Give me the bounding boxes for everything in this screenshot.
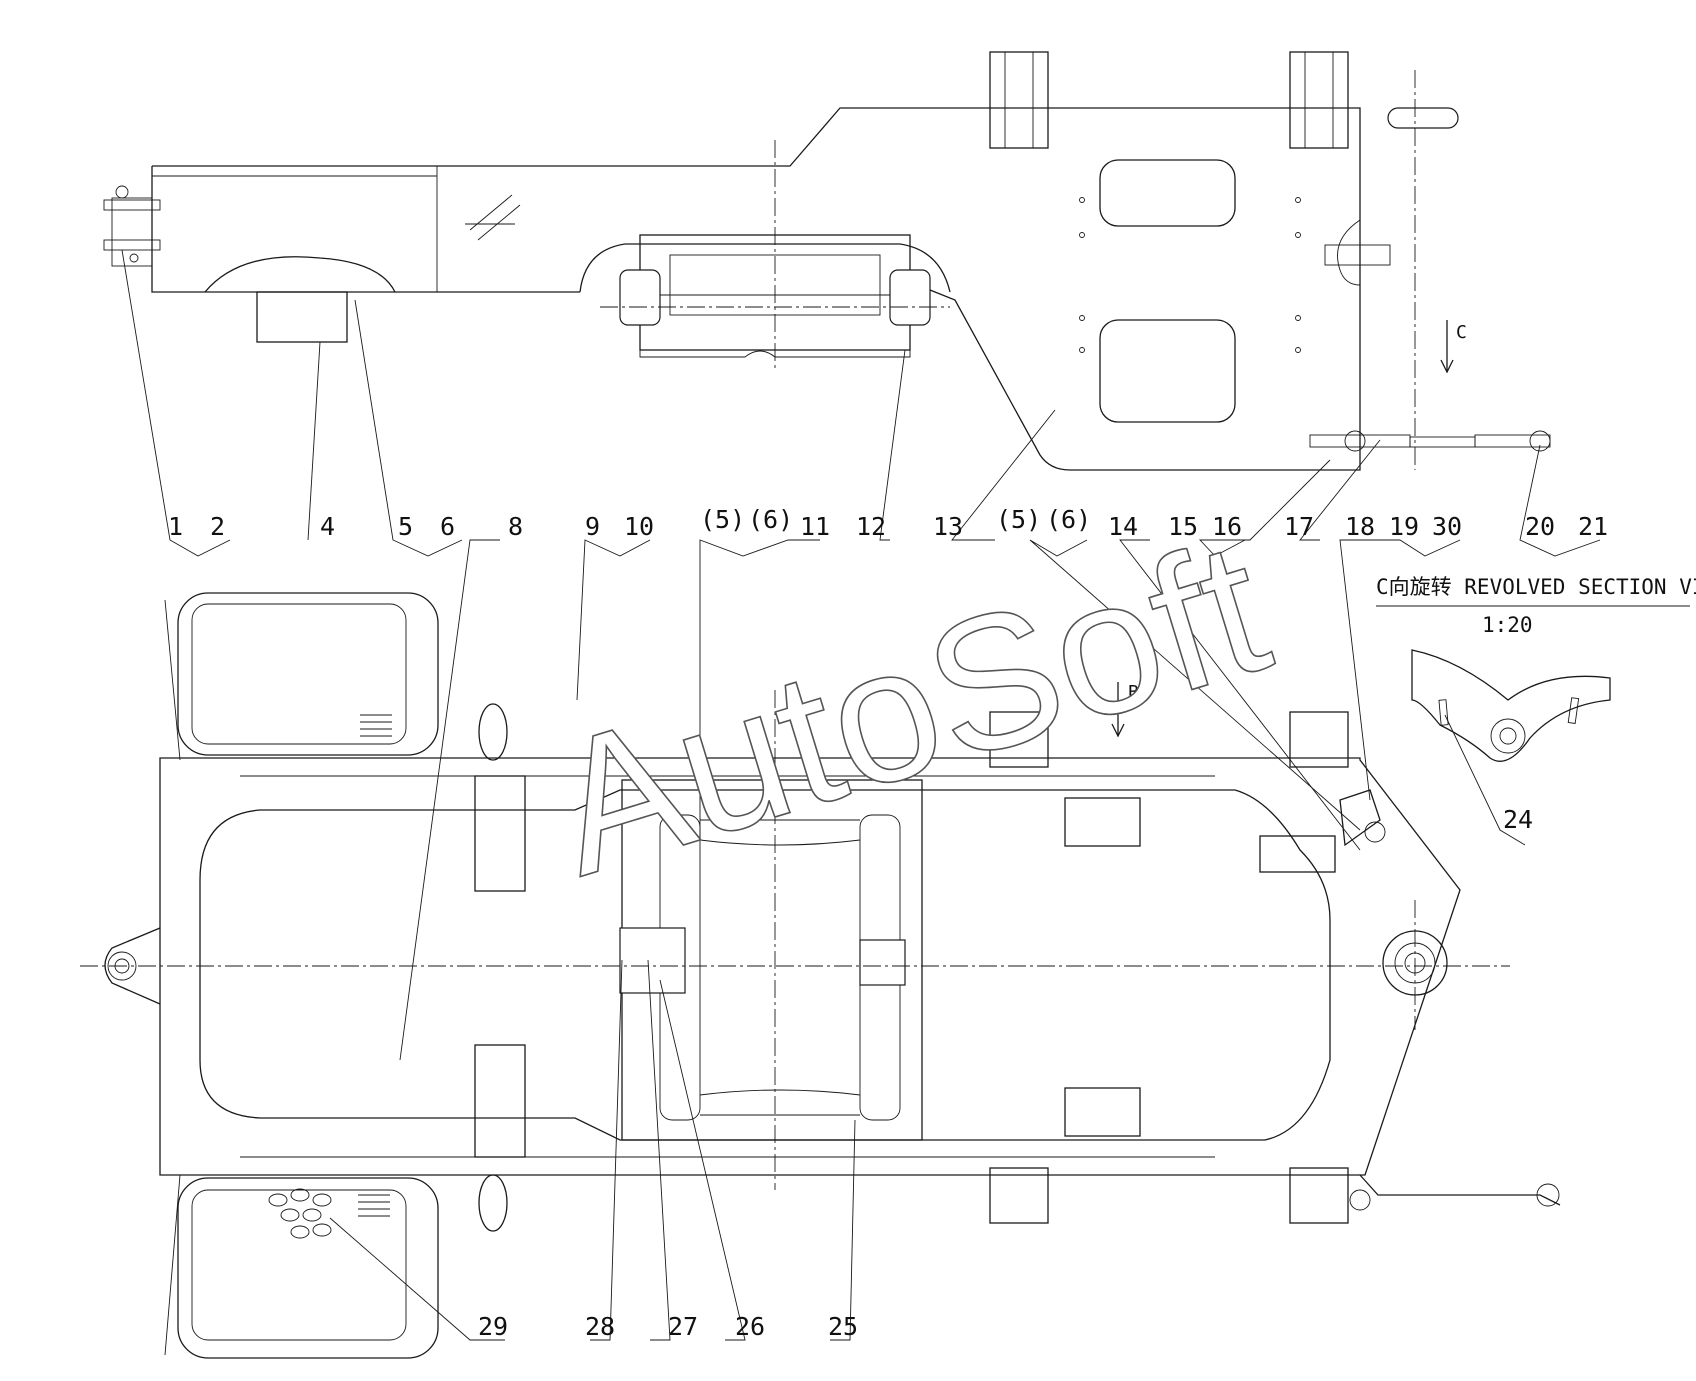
callout-8: 8: [508, 512, 523, 541]
callout-14: 14: [1108, 512, 1138, 541]
front-hitch: [103, 185, 161, 267]
callout-2: 2: [210, 512, 225, 541]
side-elevation-view: C: [103, 51, 1551, 471]
revolved-section-view-c: C向旋转 REVOLVED SECTION VIEW C 1:20 24: [1376, 575, 1696, 846]
view-c-title: C向旋转 REVOLVED SECTION VIEW C: [1376, 575, 1696, 599]
top-callout-labels: 1 2 4 5 6 8 9 10 (5) (6) 11 12 13 (5) (6…: [168, 505, 1608, 541]
callout-25: 25: [828, 1312, 858, 1341]
callout-13: 13: [933, 512, 963, 541]
callout-21: 21: [1578, 512, 1608, 541]
callout-28: 28: [585, 1312, 615, 1341]
view-b-arrow-label: B: [1128, 682, 1139, 703]
callout-19: 19: [1389, 512, 1419, 541]
step-holes: [268, 1188, 332, 1239]
watermark: AutoSoft: [529, 499, 1290, 916]
callout-5-ref-a: (5): [700, 505, 745, 534]
callout-6-ref-b: (6): [1046, 505, 1091, 534]
callout-20: 20: [1525, 512, 1555, 541]
callout-9: 9: [585, 512, 600, 541]
callout-12: 12: [856, 512, 886, 541]
callout-18: 18: [1345, 512, 1375, 541]
callout-24: 24: [1503, 805, 1533, 834]
callout-4: 4: [320, 512, 335, 541]
callout-1: 1: [168, 512, 183, 541]
watermark-text: AutoSoft: [530, 500, 1289, 916]
callout-10: 10: [624, 512, 654, 541]
view-c-arrow-label: C: [1456, 322, 1467, 343]
callout-11: 11: [800, 512, 830, 541]
callout-6-ref-a: (6): [748, 505, 793, 534]
bottom-callout-leaders: [329, 959, 856, 1341]
callout-30: 30: [1432, 512, 1462, 541]
view-c-scale: 1:20: [1482, 613, 1533, 637]
callout-5: 5: [398, 512, 413, 541]
callout-5-ref-b: (5): [996, 505, 1041, 534]
vent-grille: [358, 714, 392, 1217]
callout-6: 6: [440, 512, 455, 541]
callout-17: 17: [1284, 512, 1314, 541]
callout-15: 15: [1168, 512, 1198, 541]
plan-view: B: [80, 592, 1561, 1359]
callout-16: 16: [1212, 512, 1242, 541]
callout-26: 26: [735, 1312, 765, 1341]
bottom-callout-labels: 29 28 27 26 25: [478, 1312, 858, 1341]
top-callout-leaders: [121, 249, 1601, 1061]
callout-27: 27: [668, 1312, 698, 1341]
callout-29: 29: [478, 1312, 508, 1341]
